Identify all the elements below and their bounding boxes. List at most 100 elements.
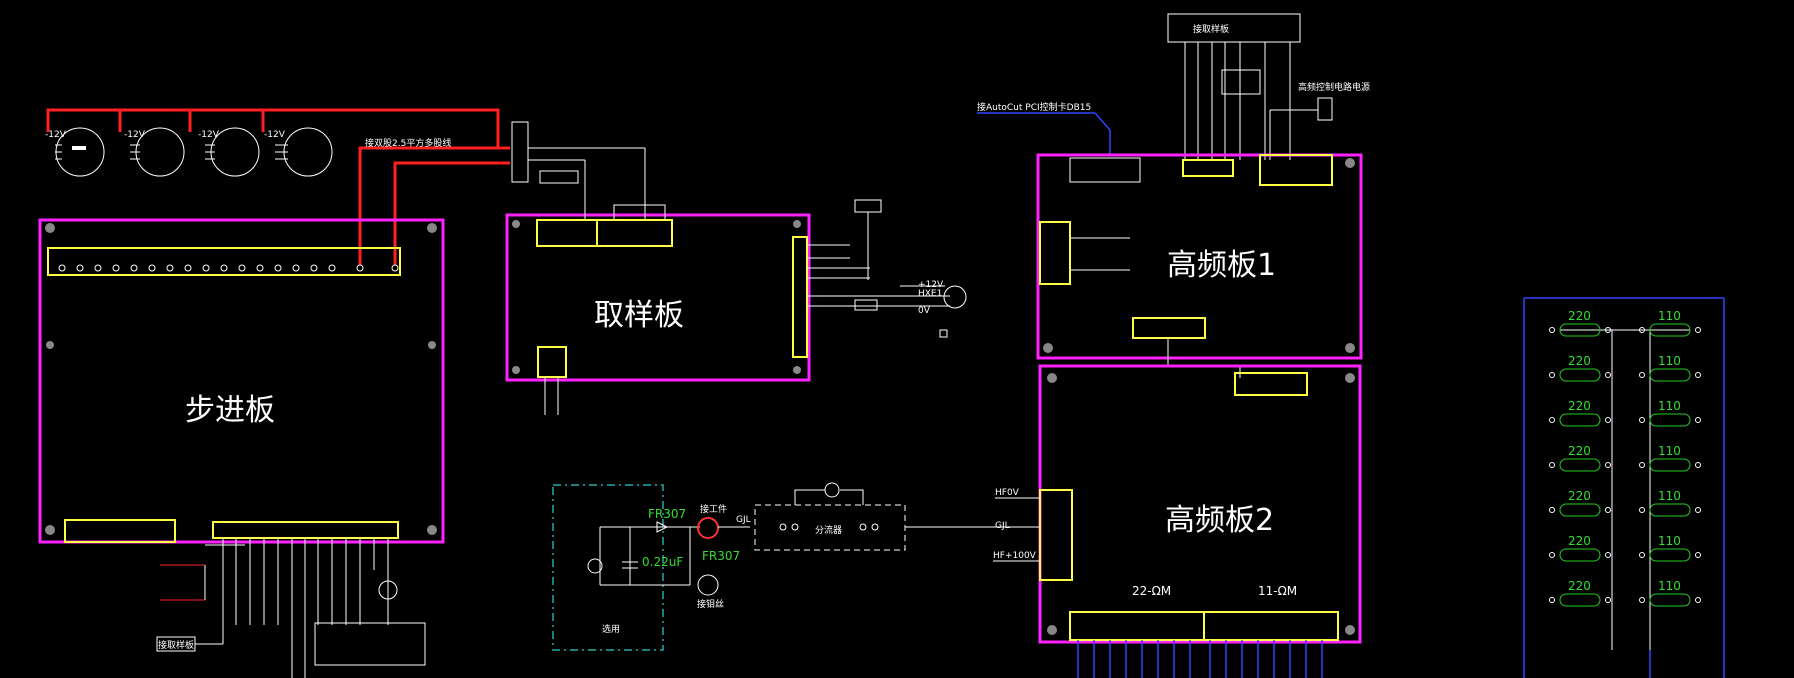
to-sampling-label: 接取样板 <box>158 639 194 651</box>
stepper-motors: -12V -12V -12V -12V <box>45 127 333 177</box>
motor-u-voltage: -12V <box>198 130 220 140</box>
gjl-left-label: GJL <box>736 515 751 525</box>
hf-power-label: 高频控制电路电源 <box>1298 81 1370 93</box>
hf-board-1-title: 高频板1 <box>1167 248 1276 283</box>
resistor-terminal <box>1605 417 1611 423</box>
discharge-circuit: 选用 0.22uF FR307 FR307 接工件 接钼丝 GJL <box>552 484 751 651</box>
sampling-board-title: 取样板 <box>594 298 684 333</box>
res-110-resistor <box>1649 413 1691 427</box>
res-220-value: 220 <box>1568 309 1591 323</box>
diode2-label: FR307 <box>702 549 740 563</box>
resistor-terminal <box>1549 372 1555 378</box>
res-110-value: 110 <box>1658 309 1681 323</box>
resistor-terminal <box>1605 372 1611 378</box>
res-110-resistor <box>1649 368 1691 382</box>
resistor-terminal <box>1695 417 1701 423</box>
resistor-terminal <box>1639 507 1645 513</box>
res-110-value: 110 <box>1658 399 1681 413</box>
res-220-value: 220 <box>1568 444 1591 458</box>
cap-label: 0.22uF <box>642 555 683 569</box>
autocut-label: 接AutoCut PCI控制卡DB15 <box>977 101 1091 113</box>
r22-label: 22-ΩM <box>1132 584 1171 598</box>
resistor-terminal <box>1605 327 1611 333</box>
resistor-terminal <box>1639 417 1645 423</box>
motor-v <box>283 127 333 177</box>
r11-label: 11-ΩM <box>1258 584 1297 598</box>
resistor-terminal <box>1695 327 1701 333</box>
top-sampling-label: 接取样板 <box>1193 23 1229 35</box>
res-220-resistor <box>1559 458 1601 472</box>
wire-label: 接钼丝 <box>697 598 724 610</box>
hf100-label: HF+100V <box>993 551 1037 561</box>
res-220-value: 220 <box>1568 534 1591 548</box>
res-220-resistor <box>1559 413 1601 427</box>
zero-v-label: 0V <box>918 306 931 316</box>
hf0v-label: HF0V <box>995 488 1020 498</box>
top-sampling-connector: 接取样板 高频控制电路电源 <box>1167 13 1370 160</box>
optional-label: 选用 <box>602 623 620 635</box>
resistor-terminal <box>1605 597 1611 603</box>
res-110-value: 110 <box>1658 489 1681 503</box>
res-220-resistor <box>1559 323 1601 337</box>
optional-box <box>552 484 664 651</box>
resistor-terminal <box>1639 327 1645 333</box>
sampling-board-outline <box>505 213 811 382</box>
res-220-value: 220 <box>1568 399 1591 413</box>
workpiece-label: 接工件 <box>700 503 727 515</box>
resistor-bank: 220 110 220 110 220 110 220 110 220 110 220 110 220 1… <box>1523 297 1725 678</box>
res-110-value: 110 <box>1658 354 1681 368</box>
resistor-terminal <box>1695 552 1701 558</box>
motor-y-voltage: -12V <box>124 130 146 140</box>
resistor-terminal <box>1639 372 1645 378</box>
res-220-resistor <box>1559 548 1601 562</box>
res-110-resistor <box>1649 323 1691 337</box>
gjl-label: GJL <box>995 521 1010 531</box>
resistor-terminal <box>1695 372 1701 378</box>
res-110-value: 110 <box>1658 534 1681 548</box>
res-220-value: 220 <box>1568 579 1591 593</box>
res-220-resistor <box>1559 368 1601 382</box>
resistor-terminal <box>1605 462 1611 468</box>
hf-board-1: 高频板1 <box>1036 153 1363 378</box>
hf-board-2: 高频板2 22-ΩM 11-ΩM <box>1038 364 1362 678</box>
res-110-resistor <box>1649 548 1691 562</box>
res-110-value: 110 <box>1658 444 1681 458</box>
res-110-value: 110 <box>1658 579 1681 593</box>
res-110-resistor <box>1649 458 1691 472</box>
stepper-bottom-wires: 接取样板 <box>156 538 426 678</box>
res-110-resistor <box>1649 503 1691 517</box>
resistor-terminal <box>1549 507 1555 513</box>
power-wires: 接双股2.5平方多股线 <box>46 108 529 265</box>
hf-board-1-outline <box>1036 153 1363 360</box>
stepper-board: 步进板 <box>38 218 445 544</box>
res-220-value: 220 <box>1568 489 1591 503</box>
motor-v-voltage: -12V <box>264 130 286 140</box>
res-110-resistor <box>1649 593 1691 607</box>
motor-x-voltage: -12V <box>45 130 67 140</box>
res-220-resistor <box>1559 593 1601 607</box>
hf2-inputs: HF0V GJL HF+100V <box>905 488 1040 562</box>
res-220-resistor <box>1559 503 1601 517</box>
shunt-label: 分流器 <box>815 524 842 536</box>
hf-board-2-title: 高频板2 <box>1165 503 1274 538</box>
resistor-terminal <box>1639 462 1645 468</box>
resistor-terminal <box>1605 552 1611 558</box>
resistor-terminal <box>1639 552 1645 558</box>
res-220-value: 220 <box>1568 354 1591 368</box>
resistor-terminal <box>1549 417 1555 423</box>
sampling-right-wires: +12V HXE1 0V <box>807 199 967 338</box>
plus12v-label: +12V <box>918 280 944 290</box>
sampling-top-wires <box>528 147 666 220</box>
double-wire-label: 接双股2.5平方多股线 <box>365 137 451 149</box>
resistor-terminal <box>1549 462 1555 468</box>
stepper-board-outline <box>38 218 445 544</box>
stepper-terminal-block <box>47 247 401 276</box>
resistor-terminal <box>1695 597 1701 603</box>
sampling-board: 取样板 <box>505 213 811 415</box>
resistor-terminal <box>1639 597 1645 603</box>
resistor-terminal <box>1695 507 1701 513</box>
diode1-label: FR307 <box>648 507 686 521</box>
resistor-terminal <box>1695 462 1701 468</box>
resistor-terminal <box>1549 552 1555 558</box>
